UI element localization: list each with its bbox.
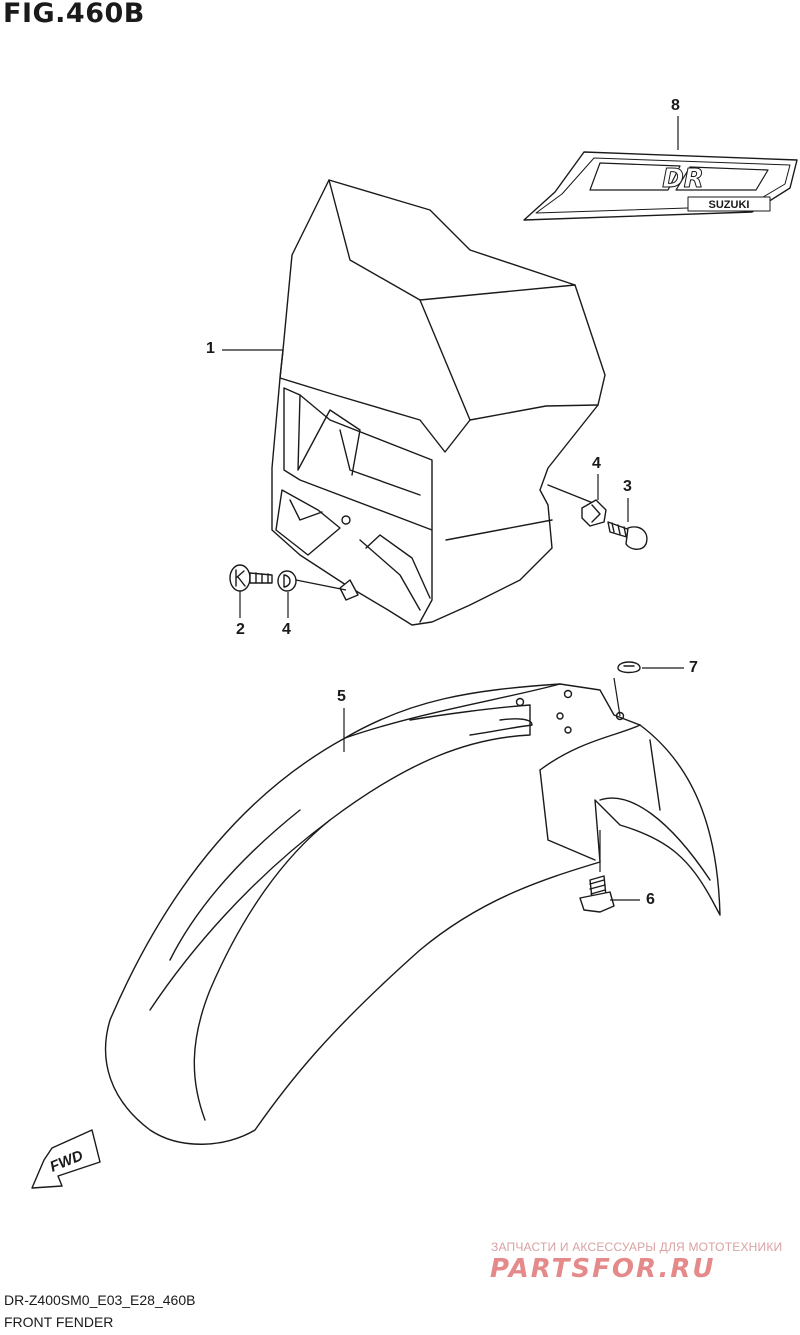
flange-bolt[interactable] [579,875,615,913]
callout-8: 8 [671,97,680,114]
front-fender[interactable] [104,683,721,1145]
callout-7: 7 [689,659,698,676]
emblem-brand-text: SUZUKI [709,199,750,211]
watermark-logo: PARTSFOR.RU [490,1254,716,1284]
emblem-decal[interactable] [523,151,798,221]
callout-4-left: 4 [282,621,291,638]
callout-4-right: 4 [592,455,601,472]
watermark-tagline: ЗАПЧАСТИ И АКСЕССУАРЫ ДЛЯ МОТОТЕХНИКИ [491,1240,783,1254]
grommet-right[interactable] [581,499,607,527]
figure-caption: FRONT FENDER [4,1314,114,1330]
clip-nut[interactable] [617,661,641,674]
model-code: DR-Z400SM0_E03_E28_460B [4,1292,196,1308]
callout-1: 1 [206,340,215,357]
headlight-cover[interactable] [271,179,606,626]
leader-lines [222,116,684,901]
screw-right[interactable] [607,521,648,550]
callout-5: 5 [337,688,346,705]
figure-title: FIG.460B [3,0,145,29]
grommet-left[interactable] [277,570,297,592]
callout-6: 6 [646,891,655,908]
callout-3: 3 [623,478,632,495]
fwd-arrow-marker [31,1129,101,1189]
emblem-logo-text: DR [662,164,704,194]
callout-2: 2 [236,621,245,638]
bolt-left[interactable] [229,564,273,592]
